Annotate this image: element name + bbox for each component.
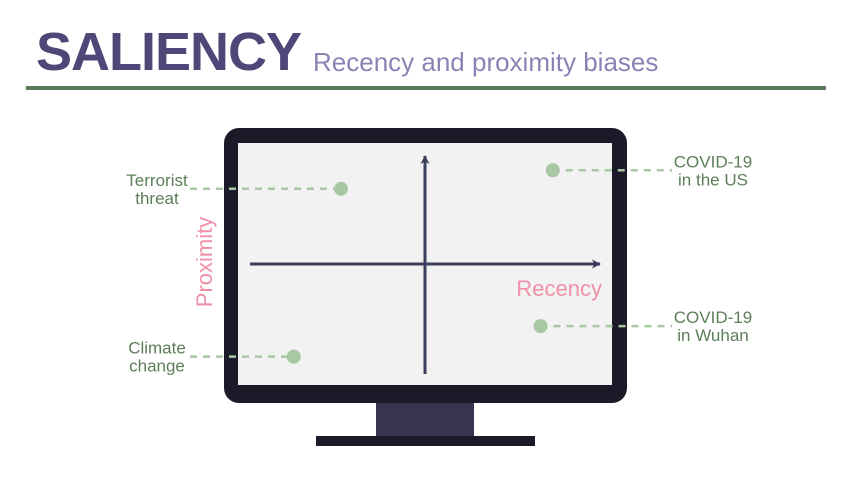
y-axis-label: Proximity	[192, 217, 217, 307]
page-title: SALIENCY	[36, 22, 302, 82]
page-subtitle: Recency and proximity biases	[313, 47, 659, 77]
monitor-stand-base	[316, 436, 535, 446]
point-covid-19-in-the-us	[545, 163, 560, 178]
x-axis-label: Recency	[516, 276, 602, 301]
header-divider	[26, 86, 826, 90]
point-terrorist-threat	[334, 181, 348, 196]
monitor-stand-neck	[376, 402, 474, 437]
point-covid-19-in-wuhan	[533, 319, 548, 334]
point-climate-change	[286, 349, 301, 364]
data-points	[286, 163, 560, 364]
leader-lines	[190, 169, 672, 358]
